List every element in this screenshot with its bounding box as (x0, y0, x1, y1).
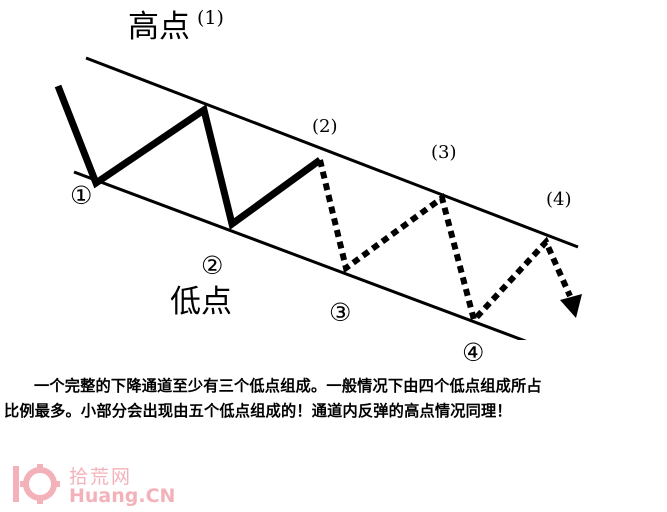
low-label-2: ② (201, 251, 224, 280)
solid-price-path (54, 84, 323, 230)
gear-logo-icon (13, 464, 60, 504)
watermark-name-cn: 拾荒网 (69, 466, 133, 488)
high-label-2: (2) (312, 116, 338, 137)
down-arrowhead (560, 294, 582, 318)
caption-line-2: 比例最多。小部分会出现由五个低点组成的！通道内反弹的高点情况同理！ (4, 402, 512, 420)
high-point-title: 高点 (128, 9, 190, 45)
low-label-3: ③ (329, 298, 352, 327)
low-label-4: ④ (462, 338, 485, 367)
watermark-logo: 拾荒网 Huang.CN (6, 458, 226, 510)
caption: 一个完整的下降通道至少有三个低点组成。一般情况下由四个低点组成所占 比例最多。小… (4, 374, 664, 424)
upper-channel-line (85, 56, 579, 249)
lower-channel-line (73, 170, 527, 340)
caption-line-1: 一个完整的下降通道至少有三个低点组成。一般情况下由四个低点组成所占 (34, 377, 542, 395)
high-label-3: (3) (431, 142, 457, 163)
watermark-name-en: Huang.CN (69, 485, 176, 507)
low-label-1: ① (70, 181, 93, 210)
channel-diagram (54, 56, 582, 340)
high-label-4: (4) (546, 189, 572, 210)
dotted-price-path (317, 159, 573, 327)
high-point-title-sup: (1) (197, 7, 224, 29)
low-point-title: 低点 (170, 284, 232, 320)
